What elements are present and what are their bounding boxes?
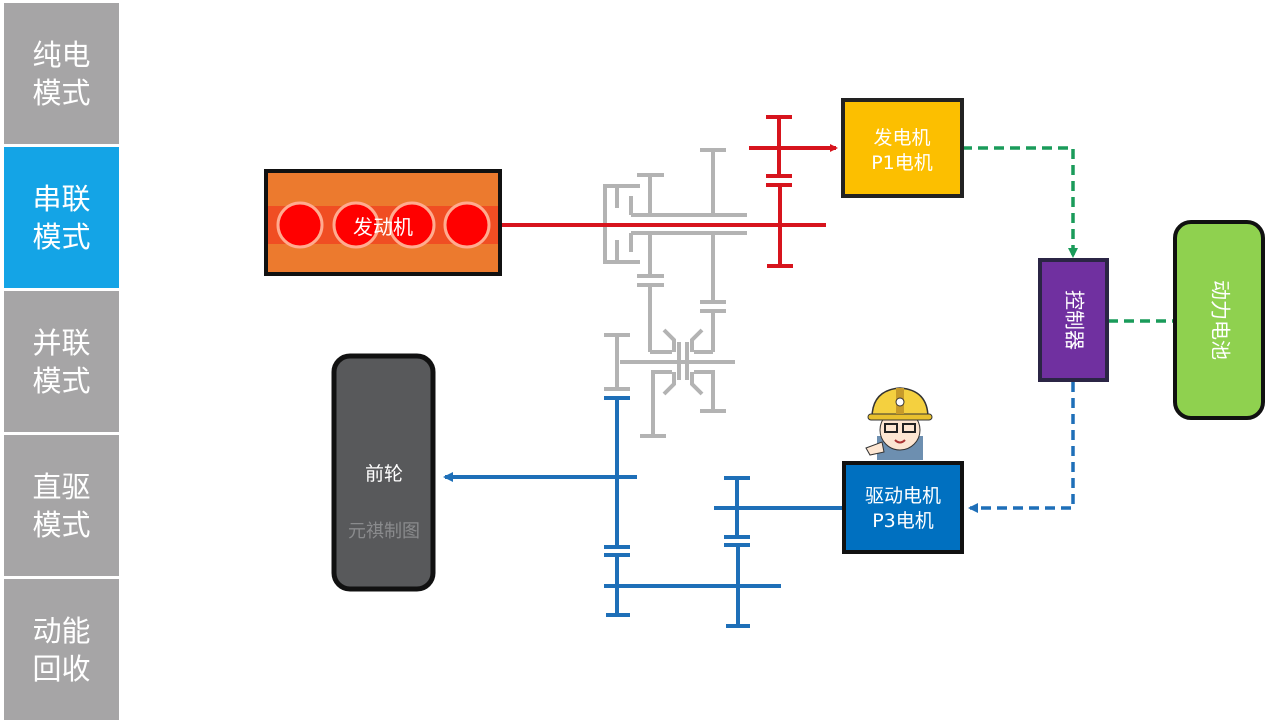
mode-series[interactable]: 串联模式: [4, 147, 119, 288]
generator-label-line1: 发电机: [873, 127, 930, 149]
electric-links: [962, 146, 1174, 513]
mode-label-line2: 模式: [32, 363, 91, 398]
mode-label-line2: 模式: [32, 507, 91, 542]
engineer-mascot-icon: [865, 387, 933, 460]
engine-power-path: [500, 115, 838, 268]
mode-direct-drive[interactable]: 直驱模式: [4, 435, 119, 576]
controller-label: 控制器: [1063, 290, 1087, 350]
watermark-label: 元祺制图: [348, 521, 420, 542]
generator-label-line2: P1电机: [871, 152, 933, 174]
engine-label: 发动机: [353, 215, 413, 239]
mode-label-line2: 回收: [32, 651, 91, 686]
drive-power-path: [443, 396, 845, 628]
mode-label-line2: 模式: [32, 219, 91, 254]
engine-block: 发动机: [264, 169, 502, 276]
controller-to-motor-link: [968, 382, 1075, 513]
generator-block: 发电机 P1电机: [841, 98, 964, 198]
cylinder-icon: [276, 201, 324, 249]
mode-label-line1: 并联: [32, 325, 91, 360]
mode-label-line1: 动能: [32, 613, 91, 648]
cylinder-icon: [332, 201, 380, 249]
battery-label: 动力电池: [1209, 280, 1233, 360]
front-wheel-block: 前轮 元祺制图: [331, 353, 436, 592]
cylinder-icon: [388, 201, 436, 249]
mode-pure-electric[interactable]: 纯电模式: [4, 3, 119, 144]
battery-block: 动力电池: [1173, 220, 1265, 420]
mode-regen-braking[interactable]: 动能回收: [4, 579, 119, 720]
mode-label-line1: 串联: [32, 181, 91, 216]
drive-motor-label-line2: P3电机: [872, 510, 934, 532]
mode-label-line2: 模式: [32, 75, 91, 110]
drive-motor-label-line1: 驱动电机: [865, 485, 941, 507]
idle-gearbox: [603, 148, 747, 438]
drive-motor-block: 驱动电机 P3电机: [842, 461, 964, 554]
front-wheel-label: 前轮: [365, 463, 403, 485]
controller-block: 控制器: [1038, 258, 1109, 382]
mode-label-line1: 纯电: [32, 37, 91, 72]
mode-parallel[interactable]: 并联模式: [4, 291, 119, 432]
generator-to-controller-link: [962, 146, 1078, 258]
mode-label-line1: 直驱: [32, 469, 91, 504]
mode-sidebar: 纯电模式 串联模式 并联模式 直驱模式 动能回收: [4, 3, 119, 722]
cylinder-icon: [443, 201, 491, 249]
